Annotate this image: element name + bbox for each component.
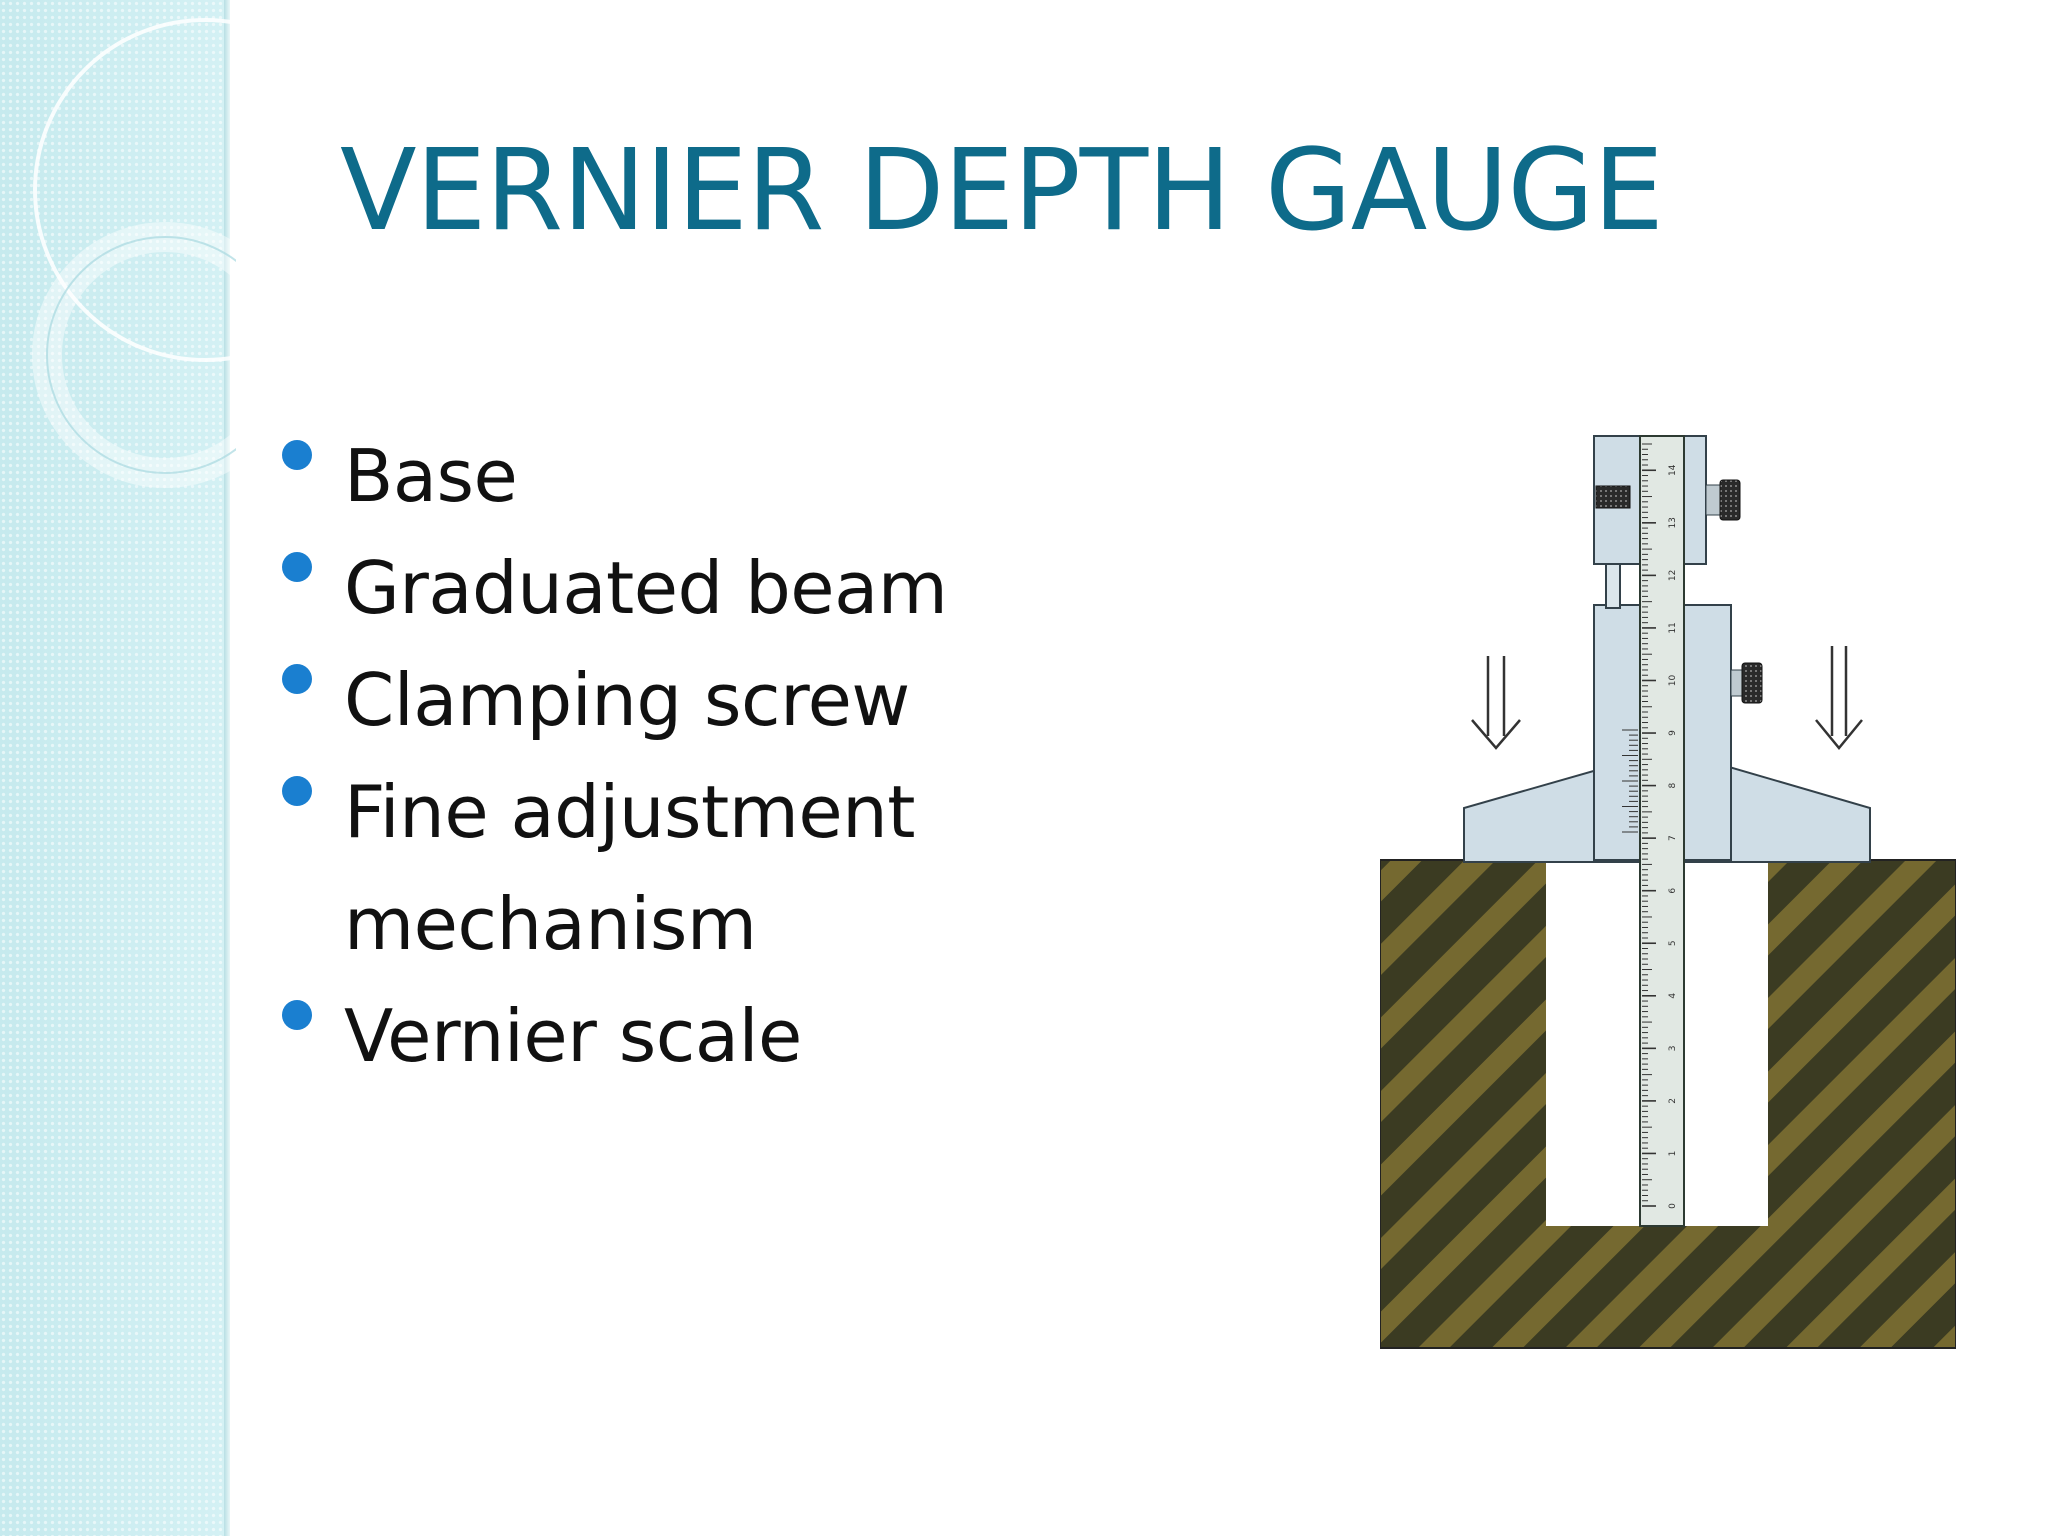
slide-title: VERNIER DEPTH GAUGE [340,126,1664,256]
bullet-item-base: Base [280,420,1040,532]
vernier-scale-ticks [1622,729,1638,833]
beam-scale-label: 12 [1668,570,1678,581]
bullet-item-clamping-screw: Clamping screw [280,644,1040,756]
beam-scale-label: 14 [1668,464,1678,476]
clamping-screw-lower-head-icon [1741,662,1763,704]
beam-scale-label: 1 [1668,1151,1678,1157]
beam-scale-label: 8 [1668,782,1678,788]
bullet-dot-icon [282,776,312,806]
bullet-list: Base Graduated beam Clamping screw Fine … [280,420,1040,1092]
beam-scale-label: 7 [1668,835,1678,841]
beam-scale-label: 10 [1668,674,1678,686]
clamping-screw-top-icon [1705,484,1721,516]
fine-adjustment-knob-icon [1595,485,1631,509]
beam-scale-label: 11 [1668,622,1678,633]
graduated-beam [1639,435,1685,1227]
decorative-rings [32,18,236,488]
bullet-text: Vernier scale [344,994,802,1078]
beam-scale-label: 4 [1668,993,1678,999]
decorative-side-panel [0,0,229,1536]
beam-scale-label: 5 [1668,940,1678,946]
down-arrow-left-icon [1471,656,1521,750]
side-panel-edge [224,0,230,1536]
bullet-text: Fine adjustment mechanism [344,770,916,966]
clamping-screw-lower-icon [1730,669,1744,697]
bullet-text: Base [344,434,518,518]
beam-scale-label: 13 [1668,517,1678,528]
beam-scale-label: 6 [1668,888,1678,894]
beam-scale-label: 3 [1668,1045,1678,1051]
bullet-dot-icon [282,1000,312,1030]
beam-scale-label: 2 [1668,1098,1678,1104]
bullet-dot-icon [282,664,312,694]
down-arrow-right-icon [1815,646,1863,750]
bullet-text: Clamping screw [344,658,910,742]
bullet-item-vernier-scale: Vernier scale [280,980,1040,1092]
beam-scale-label: 9 [1668,730,1678,736]
bullet-item-fine-adjustment: Fine adjustment mechanism [280,756,1040,980]
clamping-screw-top-head-icon [1719,479,1741,521]
bullet-dot-icon [282,440,312,470]
bullet-item-graduated-beam: Graduated beam [280,532,1040,644]
fine-adjustment-rod [1605,563,1621,609]
bullet-text: Graduated beam [344,546,948,630]
bullet-dot-icon [282,552,312,582]
beam-scale-label: 0 [1668,1203,1678,1209]
